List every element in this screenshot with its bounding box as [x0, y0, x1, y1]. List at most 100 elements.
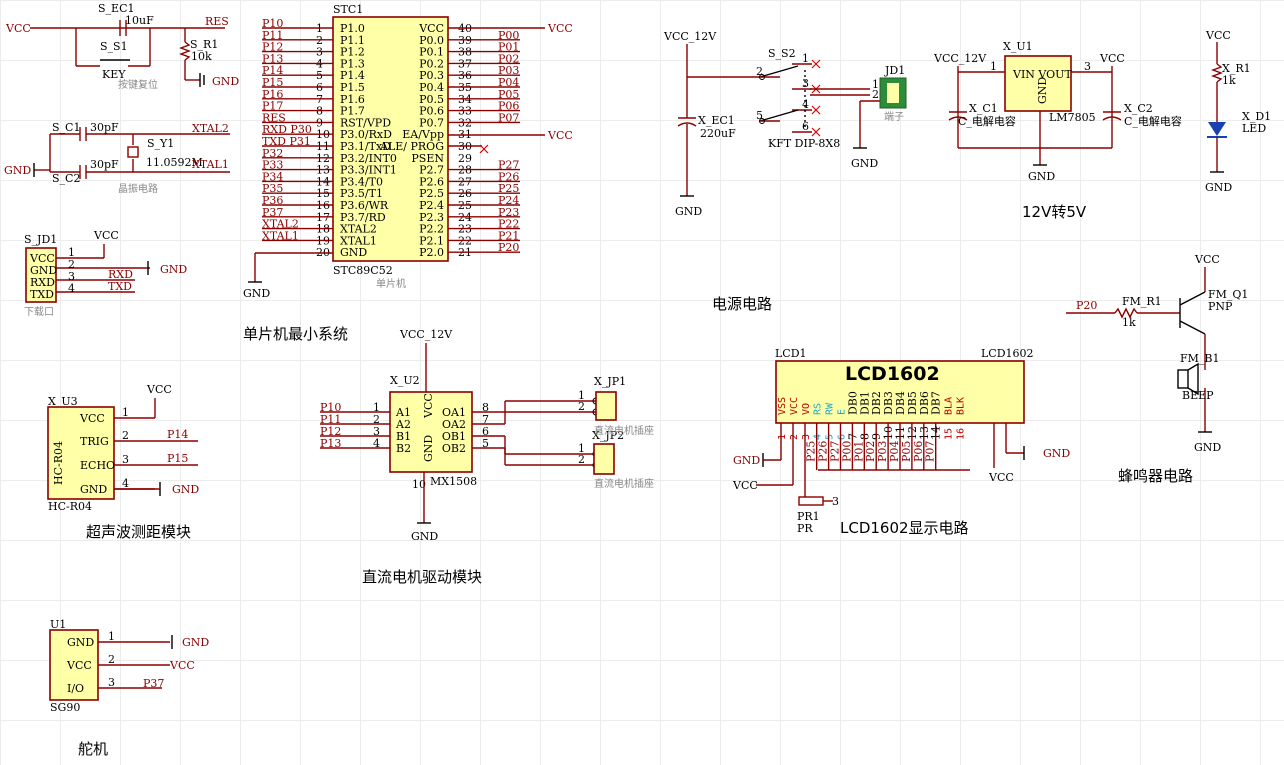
- mcu-net-27: P26: [498, 170, 519, 183]
- jack-pin-1: 2: [578, 400, 585, 413]
- mcu-net-39: P00: [498, 29, 519, 42]
- lcd-big-label: LCD1602: [845, 363, 940, 385]
- power-title: 电源电路: [712, 295, 772, 313]
- motor-pin-b2: B2: [396, 442, 411, 455]
- lcd-title: LCD1602显示电路: [840, 519, 969, 537]
- mcu-net-12: P32: [262, 147, 283, 160]
- jack-pin-2: 1: [578, 442, 585, 455]
- ultrasonic-vertical-name: HC-R04: [52, 441, 65, 485]
- mcu-net-23: P22: [498, 218, 519, 231]
- mcu-net-21: P20: [498, 241, 519, 254]
- motor-pin-oa1: OA1: [442, 406, 466, 419]
- mcu-sub: 单片机: [376, 277, 406, 290]
- download-pin-num-1: 1: [68, 246, 75, 259]
- mcu-net-2: P11: [262, 29, 283, 42]
- ultrasonic-pin-num-4: 4: [122, 477, 129, 490]
- lcd-pin-db4: DB4: [894, 391, 907, 415]
- mcu-pin-6-name: P1.5: [340, 81, 365, 94]
- download-pin-4: TXD: [30, 288, 54, 301]
- mcu-pin-20-name: GND: [340, 246, 367, 259]
- ultrasonic-pin-num-2: 2: [122, 429, 129, 442]
- ultrasonic-title: 超声波测距模块: [86, 523, 191, 541]
- ultrasonic-trig-net: P14: [167, 428, 188, 441]
- mcu-pin-16-name: P3.6/WR: [340, 199, 389, 212]
- mcu-pin-3-name: P1.2: [340, 46, 365, 59]
- lcd-pin-db7: DB7: [930, 391, 943, 415]
- crystal-gnd-label: GND: [4, 164, 31, 177]
- ultrasonic-vcc: VCC: [146, 383, 172, 396]
- lcd-net-P05: P05: [900, 441, 913, 462]
- mcu-pin-9-name: RST/VPD: [340, 116, 391, 129]
- servo-io-net: P37: [143, 677, 164, 690]
- reset-note: 按键复位: [118, 78, 158, 91]
- motor-jack-1: [595, 391, 617, 421]
- reg-gnd-pin: GND: [1036, 77, 1049, 104]
- s-c1-ref: S_C1: [52, 121, 80, 134]
- net-xtal2-label: XTAL2: [192, 122, 229, 135]
- x-c2-ref: X_C2: [1124, 102, 1153, 115]
- mcu-pin-7-name: P1.6: [340, 93, 365, 106]
- s-r1-ref: S_R1: [190, 38, 218, 51]
- mcu-block: STC1 STC89C52 单片机 P1.01P10P1.12P11P1.23P…: [243, 3, 573, 343]
- mcu-pin-1-name: P1.0: [340, 22, 365, 35]
- motor-pin-a2: A2: [395, 418, 411, 431]
- ultrasonic-pin-echo: ECHO: [80, 459, 115, 472]
- u1-ref: U1: [50, 618, 66, 631]
- mcu-body: [332, 16, 449, 262]
- mcu-net-11: TXD P31: [262, 135, 311, 148]
- regulator-body: [1004, 55, 1072, 112]
- crystal-note: 晶振电路: [118, 182, 158, 195]
- mcu-net-15: P35: [262, 182, 283, 195]
- lcd-pin-rs: RS: [813, 403, 824, 415]
- buzzer-block: VCC P20 FM_R1 1k FM_Q1 PNP FM_B1 BEEP GN…: [1066, 253, 1248, 485]
- reg-vcc-out: VCC: [1099, 52, 1125, 65]
- download-gnd-label: GND: [160, 263, 187, 276]
- mcu-net-3: P12: [262, 41, 283, 54]
- mcu-gnd-net: GND: [243, 287, 270, 300]
- power-gnd: GND: [675, 205, 702, 218]
- motor-jack-2: [593, 443, 615, 475]
- mcu-pin-33-name: P0.6: [419, 105, 444, 118]
- download-port-body: [25, 247, 57, 303]
- mcu-net-13: P33: [262, 159, 283, 172]
- mcu-pin-5-name: P1.4: [340, 69, 365, 82]
- s-ec1-value: 10uF: [125, 14, 154, 27]
- servo-pin-num-3: 3: [108, 676, 115, 689]
- servo-gnd: GND: [182, 636, 209, 649]
- mcu-vcc-net: VCC: [547, 22, 573, 35]
- switch-pin-4: 4: [802, 98, 809, 111]
- lcd-block: LCD1 LCD1602 LCD1602 VSS1VCC2VO3RS4P25RW…: [732, 347, 1070, 537]
- mcu-pin-32-name: P0.7: [419, 116, 444, 129]
- jack-gnd: GND: [851, 157, 878, 170]
- lcd-body: [775, 360, 1025, 424]
- led-vcc: VCC: [1205, 29, 1231, 42]
- lcd-net-P02: P02: [864, 441, 877, 462]
- lcd-pin-num-5: 5: [825, 434, 836, 440]
- motor-pin-b1: B1: [396, 430, 411, 443]
- download-pin-num-2: 2: [68, 258, 75, 271]
- motor-pin-ob2: OB2: [442, 442, 466, 455]
- mcu-pin-29-name: PSEN: [411, 152, 444, 165]
- mcu-net-26: P25: [498, 182, 519, 195]
- mcu-net-38: P01: [498, 41, 519, 54]
- ultrasonic-pin-num-1: 1: [122, 406, 129, 419]
- s-c2-value: 30pF: [90, 158, 119, 171]
- lcd-net-P04: P04: [888, 441, 901, 462]
- lcd-vcc-left: VCC: [732, 479, 758, 492]
- servo-pin-2: VCC: [66, 659, 92, 672]
- s-y1-ref: S_Y1: [147, 137, 174, 150]
- fm-q1-ref: FM_Q1: [1208, 288, 1248, 301]
- motor-net-P12: P12: [320, 425, 341, 438]
- mcu-pin-24-name: P2.3: [419, 211, 444, 224]
- y1-value: 11.0592M: [146, 156, 203, 169]
- mcu-pin-39-name: P0.0: [419, 34, 444, 47]
- motor-gnd-pin: GND: [422, 435, 435, 462]
- mcu-net-1: P10: [262, 17, 283, 30]
- servo-pin-num-2: 2: [108, 653, 115, 666]
- download-txd-net: TXD: [108, 280, 132, 293]
- lcd-pin-db5: DB5: [906, 391, 919, 415]
- motor-pin-a1: A1: [395, 406, 411, 419]
- led-block: VCC X_R1 1k X_D1 LED GND: [1205, 29, 1271, 194]
